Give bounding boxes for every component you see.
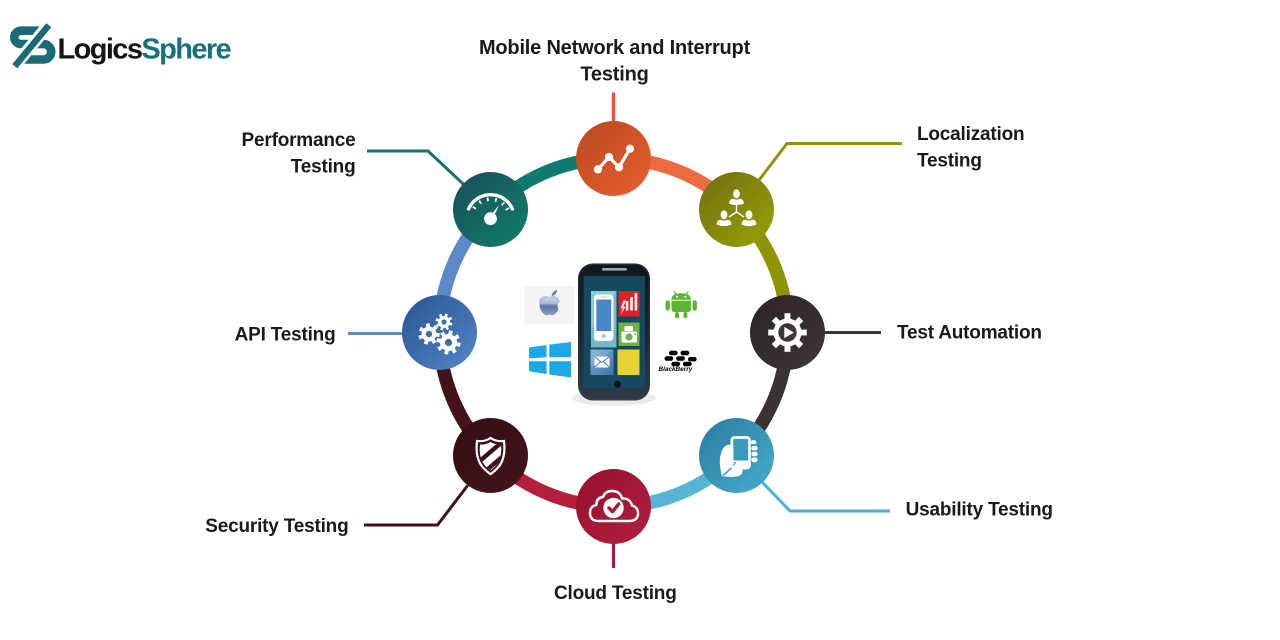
svg-text:Testing: Testing xyxy=(917,151,982,172)
svg-text:Testing: Testing xyxy=(580,63,648,85)
svg-text:Usability Testing: Usability Testing xyxy=(906,500,1053,521)
svg-text:API Testing: API Testing xyxy=(235,325,336,346)
svg-text:Cloud Testing: Cloud Testing xyxy=(554,583,677,604)
svg-text:Performance: Performance xyxy=(242,130,356,151)
svg-text:LogicsSphere: LogicsSphere xyxy=(58,34,232,66)
svg-text:BlackBerry: BlackBerry xyxy=(659,366,693,373)
svg-text:Mobile Network and Interrupt: Mobile Network and Interrupt xyxy=(479,37,751,59)
svg-text:Test Automation: Test Automation xyxy=(897,323,1042,344)
svg-text:Security Testing: Security Testing xyxy=(205,516,348,537)
svg-text:Localization: Localization xyxy=(917,124,1024,145)
svg-text:Testing: Testing xyxy=(291,157,356,178)
